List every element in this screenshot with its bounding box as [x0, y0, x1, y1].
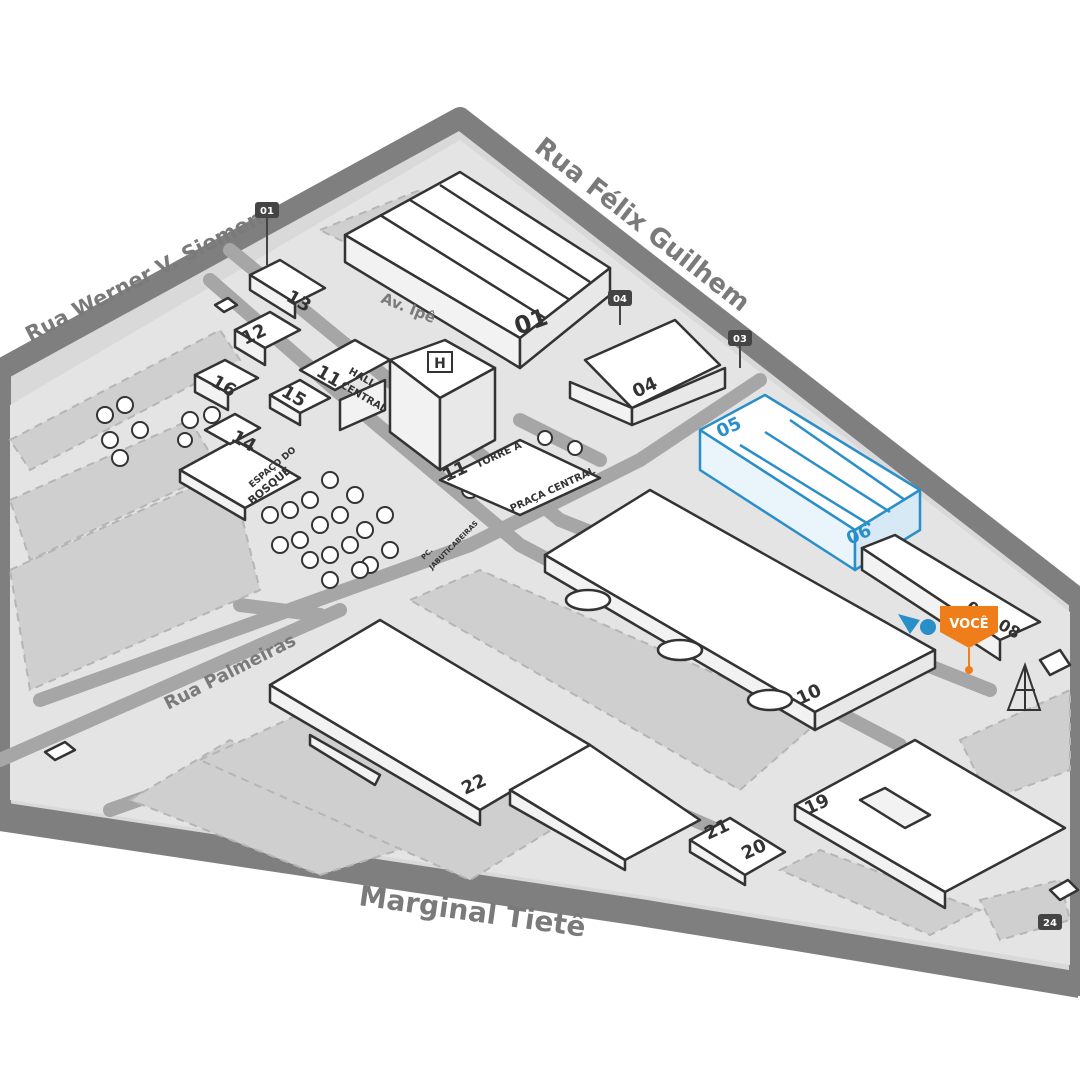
gate-marker-01[interactable]: 01 [255, 202, 279, 265]
building-16[interactable] [193, 358, 260, 412]
building-19[interactable] [793, 738, 1067, 910]
building-04[interactable] [568, 318, 727, 427]
gate-marker-24[interactable]: 24 [1038, 914, 1062, 930]
kiosk-north [213, 296, 239, 314]
svg-text:H: H [434, 356, 446, 372]
building-14[interactable] [178, 412, 302, 522]
building-10[interactable] [543, 488, 937, 732]
heliport-icon: H [427, 351, 453, 373]
gate-marker-03[interactable]: 03 [728, 330, 752, 368]
kiosk-west [43, 740, 77, 762]
gate-marker-04[interactable]: 04 [608, 290, 632, 325]
building-15[interactable] [268, 378, 332, 427]
svg-text:24: 24 [1043, 918, 1057, 929]
you-are-here-label: VOCÊ [949, 616, 988, 632]
tower-icon [1006, 662, 1042, 711]
building-12-13[interactable] [233, 258, 327, 367]
svg-text:03: 03 [733, 334, 747, 345]
building-11[interactable] [298, 338, 602, 517]
building-21-20[interactable] [688, 816, 787, 887]
svg-text:04: 04 [613, 294, 627, 305]
direction-arrow-icon [898, 614, 936, 635]
svg-text:01: 01 [260, 206, 274, 217]
you-are-here-marker[interactable]: VOCÊ [940, 606, 998, 674]
building-24[interactable] [1048, 878, 1080, 902]
kiosk-east [1038, 648, 1072, 677]
tree-cluster [96, 396, 583, 589]
building-22[interactable] [268, 618, 702, 872]
